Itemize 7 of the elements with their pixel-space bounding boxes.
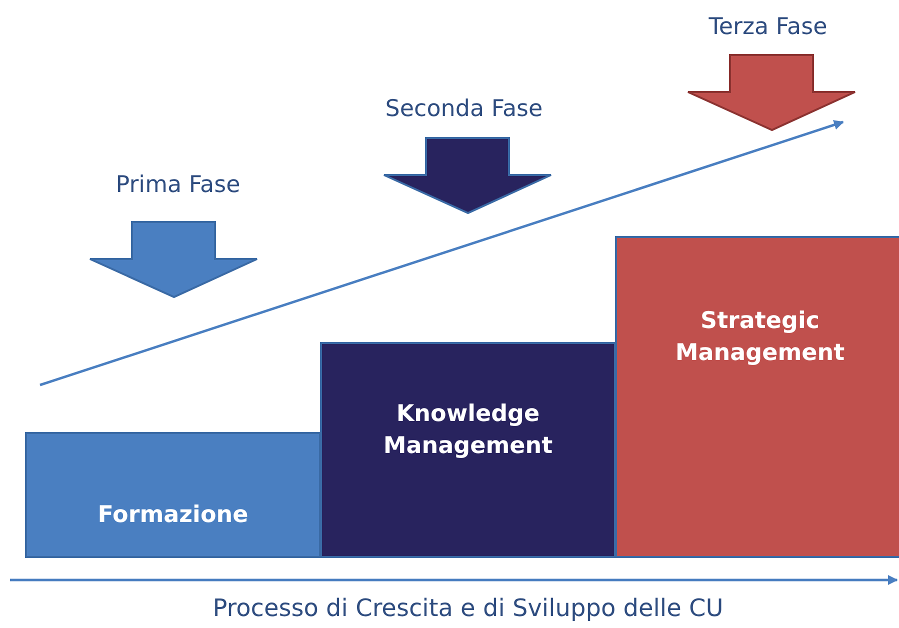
phase-label: Seconda Fase	[385, 96, 543, 122]
axis-title: Processo di Crescita e di Sviluppo delle CU	[212, 594, 724, 622]
stage-bar: Knowledge Management	[320, 342, 616, 558]
phase-label: Terza Fase	[708, 14, 828, 40]
phase-label: Prima Fase	[116, 172, 240, 198]
stage-bar: Strategic Management	[615, 236, 899, 558]
stage-bar: Formazione	[25, 432, 321, 558]
